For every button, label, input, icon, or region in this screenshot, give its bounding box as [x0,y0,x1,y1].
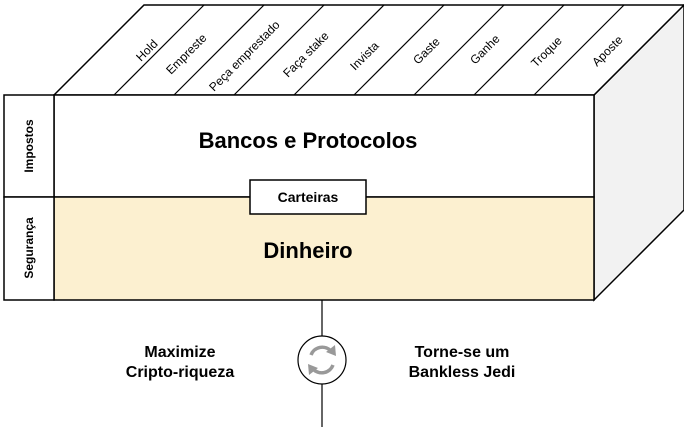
bottom-left-line1: Maximize [144,344,215,361]
side-label-security-box [3,196,55,301]
side-label-taxes-box [3,94,55,198]
bottom-right-line1: Torne-se um [415,344,510,361]
wallets-box [249,179,367,215]
top-face-dividers [113,4,625,96]
side-label-security: Segurança [22,217,36,279]
side-label-taxes: Impostos [22,119,36,173]
wallets-label: Carteiras [278,189,339,205]
refresh-cycle-icon [297,335,347,385]
bottom-left-line2: Cripto-riqueza [126,364,235,381]
bottom-right-line2: Bankless Jedi [409,364,516,381]
layer-money-title: Dinheiro [263,238,352,263]
layer-banks-protocols-title: Bancos e Protocolos [199,128,418,153]
